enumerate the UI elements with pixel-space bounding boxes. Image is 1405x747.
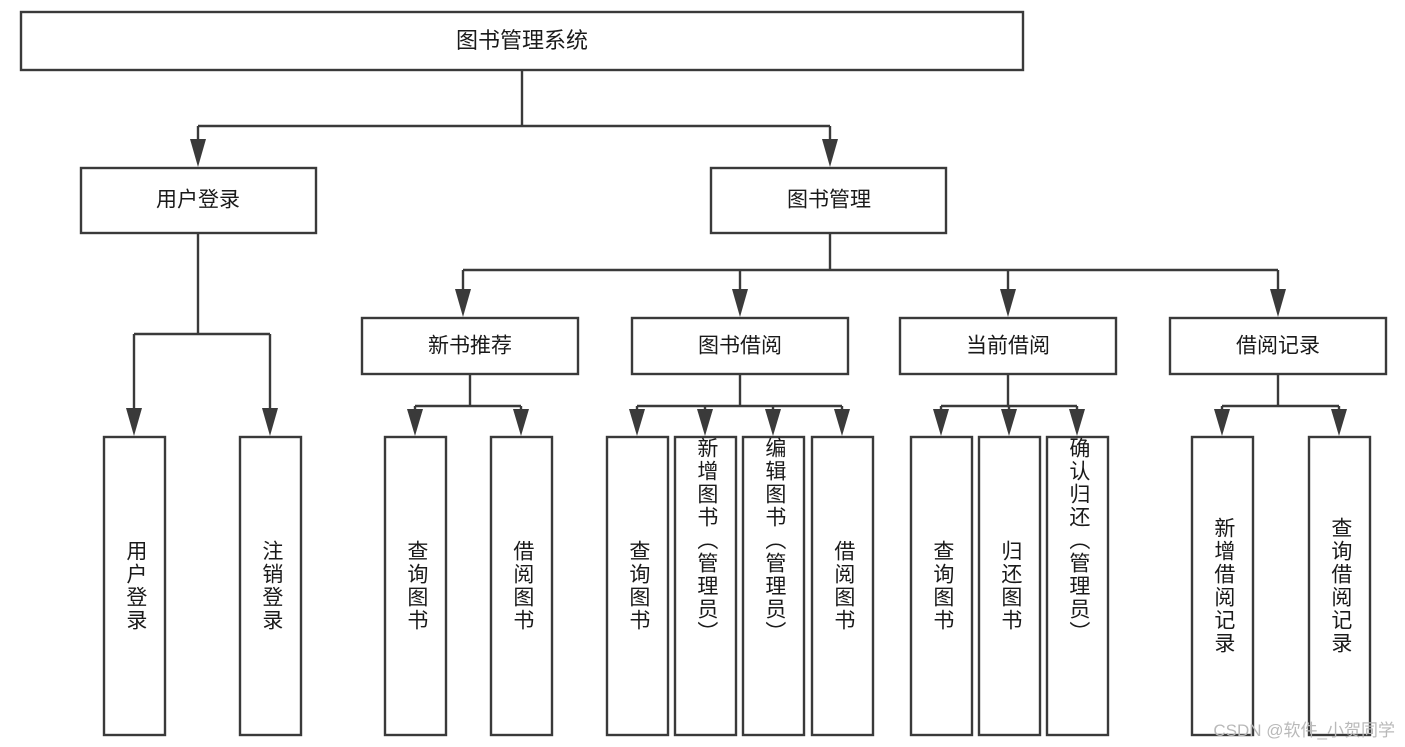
connector-group-current-borrow — [933, 374, 1085, 436]
node-borrow-record[interactable]: 借阅记录 — [1168, 316, 1388, 376]
connector-group-book-borrow — [629, 374, 850, 436]
leaf-box-query-record[interactable] — [1307, 435, 1372, 737]
leaf-box-edit-book[interactable] — [741, 435, 806, 737]
arrow-head-to-leaf-confirm-return — [1069, 409, 1085, 436]
node-user-login-label: 用户登录 — [156, 189, 240, 212]
node-current-borrow-box — [898, 316, 1118, 376]
node-book-borrow-label: 图书借阅 — [698, 335, 782, 358]
leaf-box-borrow-book-2[interactable] — [810, 435, 875, 737]
connector-group-user-login — [126, 233, 278, 436]
connector-group-new-book-recommend — [407, 374, 529, 436]
arrow-head-to-leaf-borrow-book-2 — [834, 409, 850, 436]
arrow-head-to-leaf-query-book-2 — [629, 409, 645, 436]
arrow-head-to-user-login — [190, 139, 206, 167]
leaf-box-query-book-3[interactable] — [909, 435, 974, 737]
node-root-system[interactable]: 图书管理系统 — [19, 10, 1025, 72]
watermark-text: CSDN @软件_小贺同学 — [1213, 721, 1395, 740]
arrow-head-to-borrow-record — [1270, 289, 1286, 317]
leaf-box-add-book[interactable] — [673, 435, 738, 737]
arrow-head-to-leaf-query-record — [1331, 409, 1347, 436]
node-book-management-label: 图书管理 — [787, 189, 871, 212]
arrow-head-to-current-borrow — [1000, 289, 1016, 317]
leaf-box-borrow-book-1[interactable] — [489, 435, 554, 737]
arrow-head-to-leaf-query-book-3 — [933, 409, 949, 436]
node-borrow-record-box — [1168, 316, 1388, 376]
node-new-book-recommend-label: 新书推荐 — [428, 335, 512, 358]
leaf-box-user-login[interactable] — [102, 435, 167, 737]
node-root-label: 图书管理系统 — [456, 28, 588, 53]
arrow-head-to-book-borrow — [732, 289, 748, 317]
arrow-head-to-leaf-logout — [262, 408, 278, 436]
arrow-head-to-leaf-borrow-book-1 — [513, 409, 529, 436]
node-user-login[interactable]: 用户登录 — [79, 166, 318, 235]
node-book-management-box — [709, 166, 948, 235]
connector-group-root — [190, 70, 838, 167]
arrow-head-to-leaf-return-book — [1001, 409, 1017, 436]
leaf-box-query-book-1[interactable] — [383, 435, 448, 737]
arrow-head-to-leaf-query-book-1 — [407, 409, 423, 436]
node-book-borrow[interactable]: 图书借阅 — [630, 316, 850, 376]
leaf-box-confirm-return[interactable] — [1045, 435, 1110, 737]
node-new-book-recommend-box — [360, 316, 580, 376]
connector-group-borrow-record — [1214, 374, 1347, 436]
node-book-borrow-box — [630, 316, 850, 376]
node-borrow-record-label: 借阅记录 — [1236, 335, 1320, 358]
node-root-box — [19, 10, 1025, 72]
arrow-head-to-leaf-add-book — [697, 409, 713, 436]
node-user-login-box — [79, 166, 318, 235]
node-current-borrow[interactable]: 当前借阅 — [898, 316, 1118, 376]
leaf-box-return-book[interactable] — [977, 435, 1042, 737]
connector-group-book-management — [455, 233, 1286, 317]
leaf-box-query-book-2[interactable] — [605, 435, 670, 737]
leaf-box-add-record[interactable] — [1190, 435, 1255, 737]
leaf-box-logout[interactable] — [238, 435, 303, 737]
arrow-head-to-book-management — [822, 139, 838, 167]
arrow-head-to-leaf-user-login — [126, 408, 142, 436]
arrow-head-to-leaf-edit-book — [765, 409, 781, 436]
node-new-book-recommend[interactable]: 新书推荐 — [360, 316, 580, 376]
node-book-management[interactable]: 图书管理 — [709, 166, 948, 235]
node-current-borrow-label: 当前借阅 — [966, 335, 1050, 358]
arrow-head-to-leaf-add-record — [1214, 409, 1230, 436]
arrow-head-to-new-book-recommend — [455, 289, 471, 317]
